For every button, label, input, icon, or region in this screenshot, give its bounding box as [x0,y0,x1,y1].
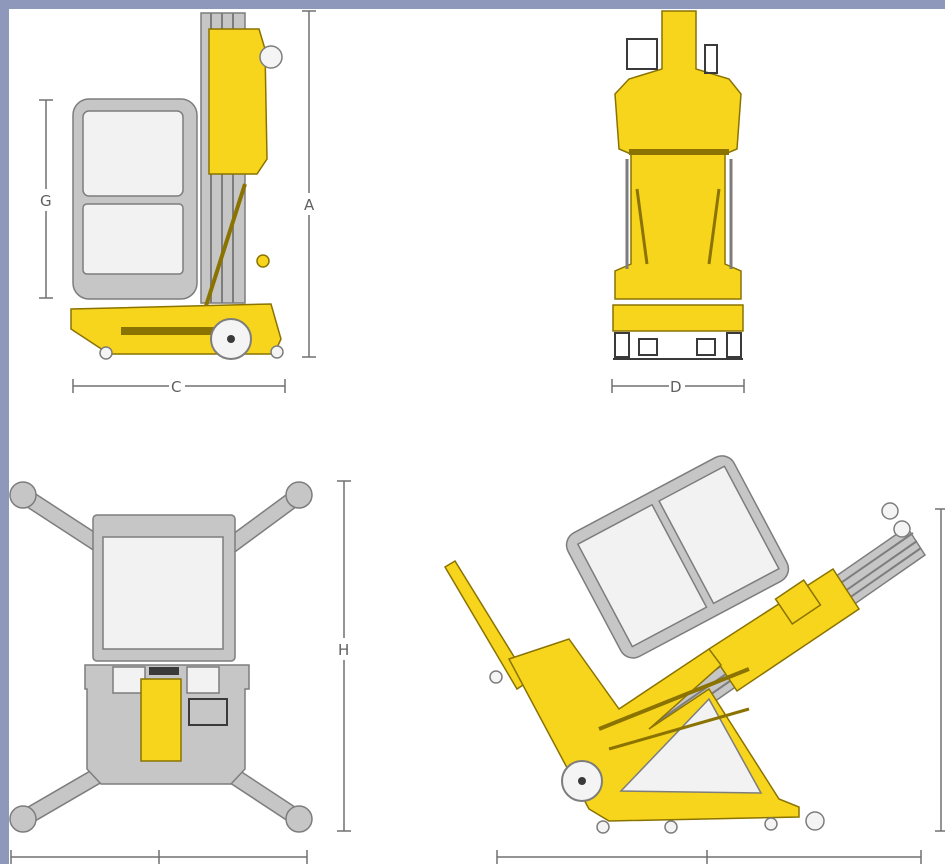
dim-g-label: G [40,192,52,210]
outrigger-pad-bl [9,805,37,833]
diagram-canvas: .y { fill: #f7d51c; stroke: #8a7300; str… [9,9,945,864]
dim-h-label: H [338,641,349,659]
carriage-side [208,28,268,175]
dim-c-label: C [171,378,181,396]
battery-top [140,678,182,762]
pulley-side [259,45,283,69]
outrigger-pad-tl [9,481,37,509]
basket-panel-upper [82,110,184,197]
outrigger-pad-br [285,805,313,833]
dim-stowed-length [496,850,922,864]
dim-d-label: D [670,378,682,396]
dim-d: D [611,377,745,396]
dim-h: H [336,480,352,832]
front-view: D [611,10,745,396]
dim-g: G [39,99,53,299]
dim-stowed-height [935,508,945,832]
dim-a: A [302,10,316,358]
dim-a-label: A [304,196,315,214]
stowed-view [443,455,945,864]
side-view: A G C [39,10,316,396]
top-view: H [9,480,352,864]
outrigger-pad-tr [285,481,313,509]
dim-top-width [10,850,308,864]
lift-dimension-drawing: .y { fill: #f7d51c; stroke: #8a7300; str… [9,10,945,864]
base-front [612,304,744,332]
basket-panel-lower [82,203,184,275]
basket-tilted [565,455,790,659]
dim-c: C [72,377,286,396]
